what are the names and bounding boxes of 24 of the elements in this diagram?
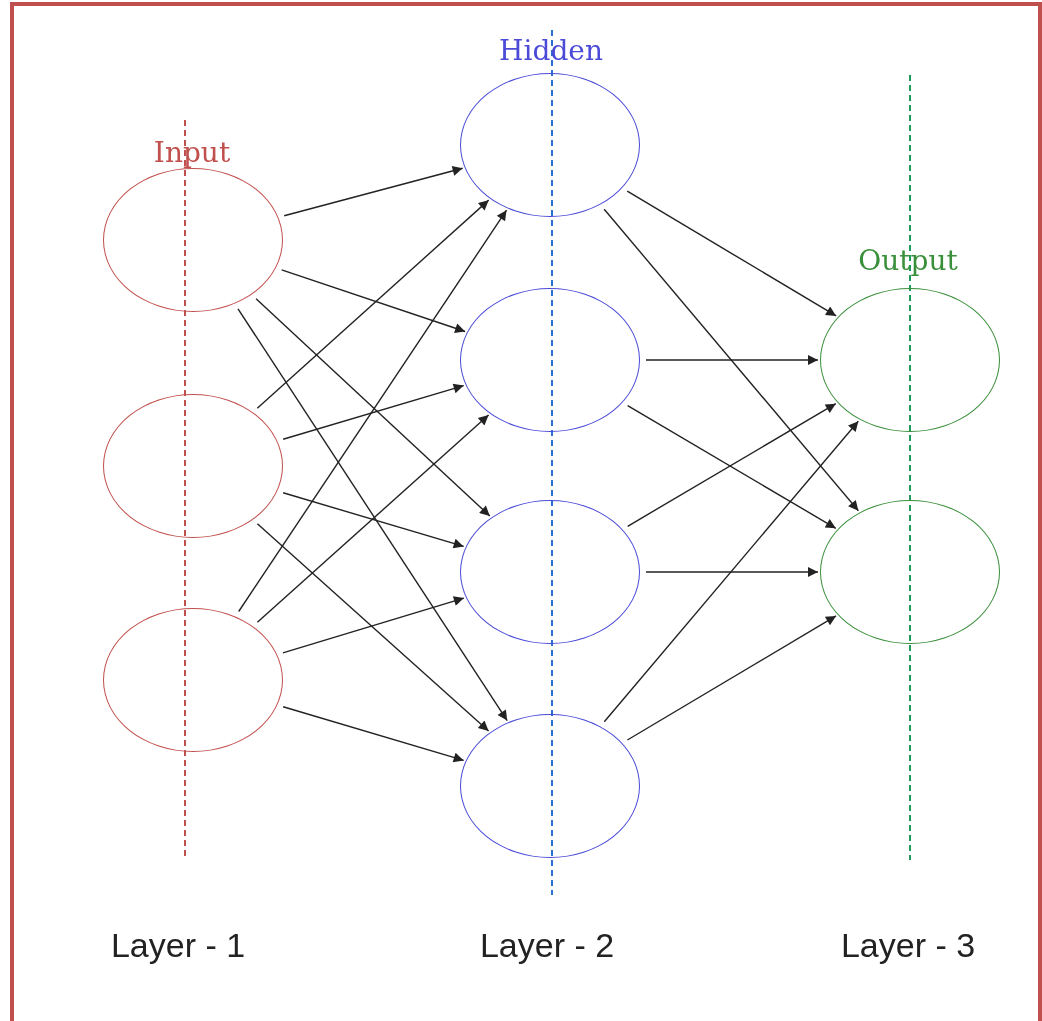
layer-number-label: Layer - 2 bbox=[479, 925, 615, 965]
arrow bbox=[282, 706, 465, 763]
layer-number-label: Layer - 1 bbox=[110, 925, 246, 965]
arrow bbox=[626, 615, 837, 741]
arrow bbox=[256, 523, 490, 732]
arrow bbox=[283, 166, 464, 217]
arrow bbox=[282, 383, 465, 440]
layer-name: Output bbox=[858, 243, 958, 277]
arrow bbox=[282, 596, 465, 654]
arrow bbox=[282, 492, 465, 549]
arrow bbox=[603, 420, 859, 723]
arrow bbox=[280, 269, 466, 334]
arrow bbox=[255, 297, 491, 517]
arrow bbox=[626, 190, 837, 317]
arrow bbox=[237, 308, 508, 722]
arrow bbox=[256, 199, 490, 409]
arrow bbox=[645, 567, 819, 577]
layer-number-label: Layer - 3 bbox=[840, 925, 976, 965]
arrow bbox=[603, 208, 860, 512]
layer-name: Hidden bbox=[499, 33, 603, 67]
arrow bbox=[256, 414, 490, 623]
arrow bbox=[238, 209, 508, 613]
arrow bbox=[645, 355, 819, 365]
layer-name: Input bbox=[153, 135, 231, 169]
